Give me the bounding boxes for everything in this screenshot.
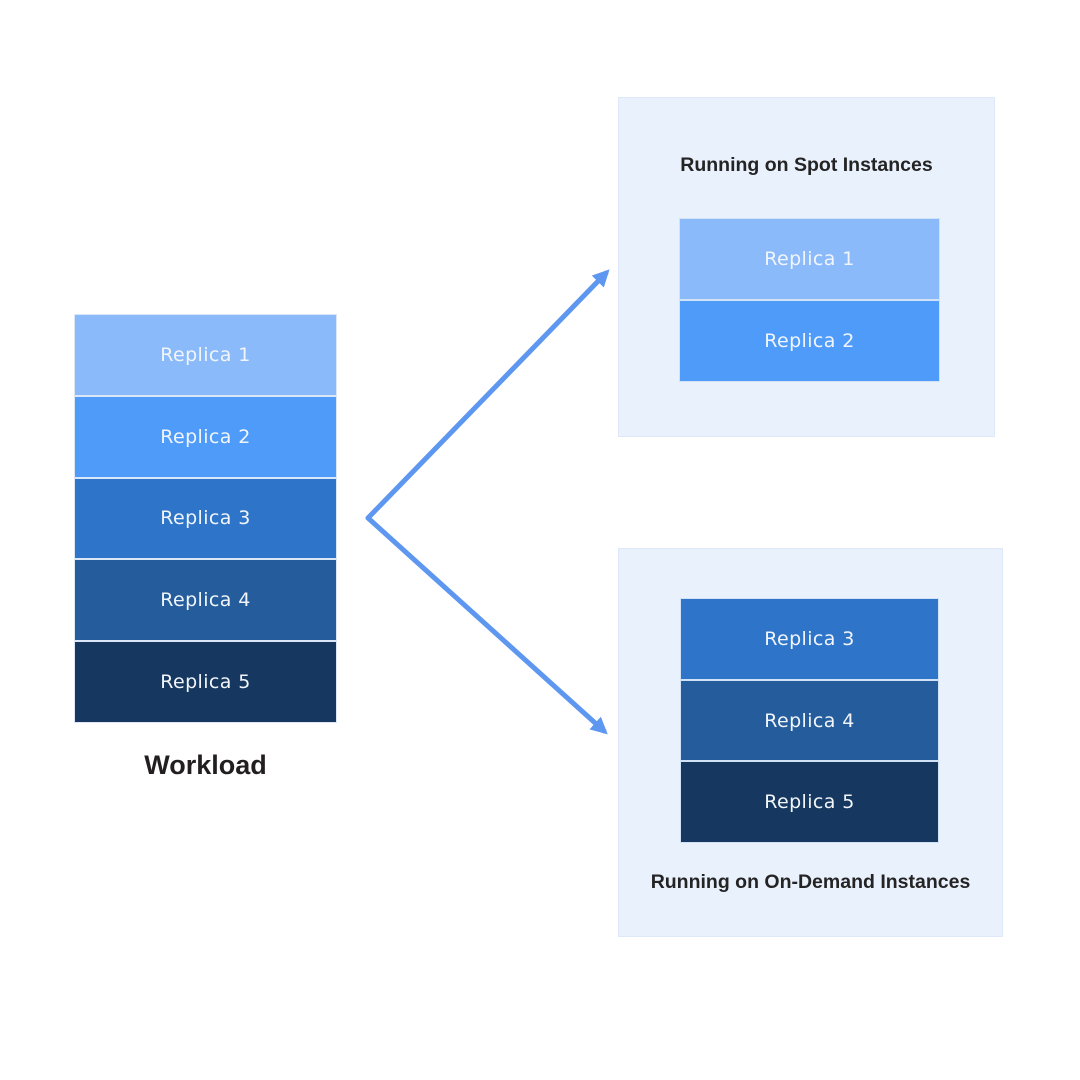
spot-instances-panel: Running on Spot Instances Replica 1 Repl… <box>618 97 995 437</box>
ondemand-replica-4: Replica 4 <box>681 680 938 761</box>
spot-replica-2: Replica 2 <box>680 301 939 381</box>
ondemand-replica-5: Replica 5 <box>681 762 938 843</box>
spot-replica-1: Replica 1 <box>680 219 939 299</box>
ondemand-replica-stack: Replica 3 Replica 4 Replica 5 <box>681 599 938 843</box>
workload-replica-5: Replica 5 <box>75 642 336 722</box>
workload-replica-2: Replica 2 <box>75 396 336 477</box>
spot-replica-stack: Replica 1 Replica 2 <box>680 219 939 381</box>
workload-replica-1: Replica 1 <box>75 315 336 395</box>
arrow-to-spot <box>365 269 610 521</box>
ondemand-replica-3: Replica 3 <box>681 599 938 679</box>
arrow-to-ondemand <box>365 515 608 735</box>
ondemand-instances-panel: Replica 3 Replica 4 Replica 5 Running on… <box>618 548 1003 937</box>
workload-label: Workload <box>144 750 267 780</box>
spot-panel-title: Running on Spot Instances <box>680 154 933 176</box>
workload-stack: Replica 1 Replica 2 Replica 3 Replica 4 … <box>75 315 336 722</box>
workload-replica-3: Replica 3 <box>75 478 336 559</box>
workload-replica-4: Replica 4 <box>75 560 336 641</box>
ondemand-panel-title: Running on On-Demand Instances <box>650 871 971 893</box>
